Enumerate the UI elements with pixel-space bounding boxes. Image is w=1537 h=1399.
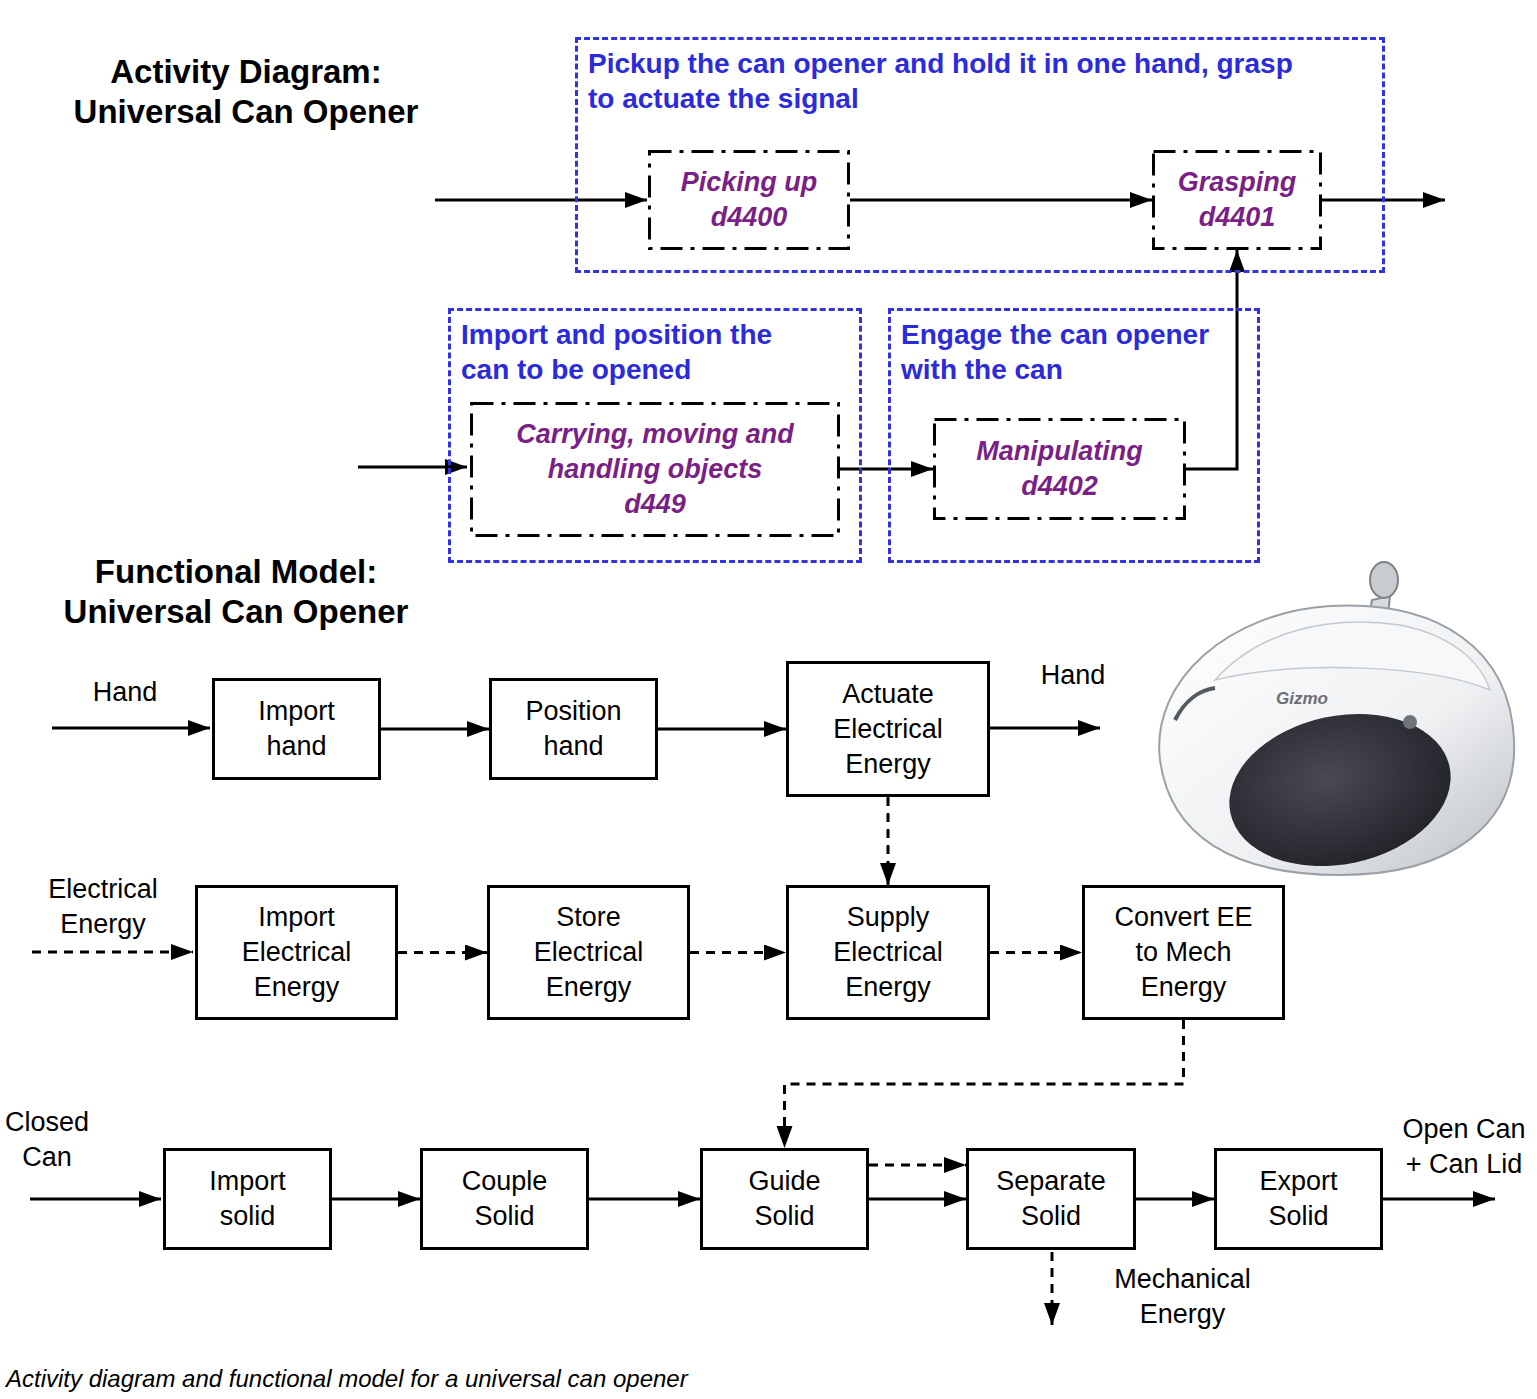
function-box: Separate Solid (966, 1148, 1136, 1250)
function-box: Actuate Electrical Energy (786, 661, 990, 797)
flow-label: Mechanical Energy (1095, 1262, 1270, 1332)
energy-flow-connector (690, 951, 786, 954)
opener-top (1215, 622, 1490, 690)
box-label: d4401 (1168, 200, 1306, 235)
function-box: Store Electrical Energy (487, 885, 690, 1020)
activity-box: Carrying, moving and handling objectsd44… (470, 402, 840, 537)
box-label: d4400 (664, 200, 834, 235)
function-box: Convert EE to Mech Energy (1082, 885, 1285, 1020)
dash-dot-border (1154, 152, 1321, 249)
energy-flow-connector (398, 951, 487, 954)
function-box: Guide Solid (700, 1148, 869, 1250)
group-heading: Pickup the can opener and hold it in one… (578, 40, 1318, 116)
flow-arrow (52, 727, 210, 730)
activity-group: Pickup the can opener and hold it in one… (575, 37, 1385, 273)
lever-knob (1370, 562, 1398, 598)
box-label: Actuate Electrical Energy (805, 677, 971, 782)
energy-flow-connector (990, 951, 1082, 954)
dash-dot-border (650, 152, 849, 249)
dash-dot-outline (648, 150, 850, 250)
box-label: Picking up (664, 165, 834, 200)
dash-dot-outline (933, 418, 1186, 520)
function-box: Export Solid (1214, 1148, 1383, 1250)
group-heading: Engage the can opener with the can (891, 311, 1251, 387)
cutter-slot (1175, 688, 1215, 720)
flow-connector (850, 199, 1152, 202)
activity-group: Import and position the can to be opened… (448, 308, 862, 563)
energy-flow-connector (887, 797, 890, 885)
can-opener-illustration (1159, 562, 1514, 886)
section-title: Functional Model: Universal Can Opener (36, 552, 436, 632)
flow-label: Hand (1032, 658, 1114, 693)
brand-logo: Gizmo (1262, 688, 1342, 710)
energy-flow-connector (869, 1164, 966, 1167)
box-label: Import Electrical Energy (214, 900, 379, 1005)
diagram-title: Activity Diagram: Universal Can Opener (46, 52, 446, 132)
box-label: d4402 (949, 469, 1170, 504)
dash-dot-border (935, 420, 1185, 519)
box-label: Convert EE to Mech Energy (1101, 900, 1266, 1005)
box-label: Import solid (182, 1164, 313, 1234)
flow-connector (658, 728, 786, 731)
flow-connector (1186, 250, 1237, 469)
box-label: Separate Solid (985, 1164, 1117, 1234)
function-box: Position hand (489, 678, 658, 780)
flow-connector (840, 468, 933, 471)
flow-connector (332, 1198, 420, 1201)
flow-label: Open Can + Can Lid (1395, 1112, 1533, 1182)
button-dot (1403, 715, 1417, 729)
flow-connector (1136, 1198, 1214, 1201)
energy-flow-connector (785, 1020, 1184, 1148)
activity-box: Graspingd4401 (1152, 150, 1322, 250)
dash-dot-outline (1152, 150, 1322, 250)
box-label: d449 (486, 487, 824, 522)
opener-face (1215, 694, 1465, 885)
flow-connector (381, 728, 489, 731)
activity-box: Manipulatingd4402 (933, 418, 1186, 520)
function-box: Import solid (163, 1148, 332, 1250)
box-label: Export Solid (1233, 1164, 1364, 1234)
box-label: Supply Electrical Energy (805, 900, 971, 1005)
group-heading: Import and position the can to be opened (451, 311, 801, 387)
box-label: Import hand (231, 694, 362, 764)
activity-group: Engage the can opener with the canManipu… (888, 308, 1260, 563)
box-label: Guide Solid (719, 1164, 850, 1234)
flow-connector (869, 1198, 966, 1201)
flow-arrow (435, 199, 647, 202)
dash-dot-border (472, 404, 839, 536)
input-output-arrows (30, 200, 1495, 1325)
function-box: Supply Electrical Energy (786, 885, 990, 1020)
flow-label: Electrical Energy (36, 872, 170, 942)
energy-arrow (32, 951, 193, 954)
flow-label: Closed Can (3, 1105, 91, 1175)
function-box: Import hand (212, 678, 381, 780)
box-label: Store Electrical Energy (506, 900, 671, 1005)
box-label: Couple Solid (439, 1164, 570, 1234)
energy-arrow (1051, 1252, 1054, 1325)
activity-box: Picking upd4400 (648, 150, 850, 250)
function-box: Import Electrical Energy (195, 885, 398, 1020)
flow-arrow (1383, 1198, 1495, 1201)
box-label: Grasping (1168, 165, 1306, 200)
box-label: Position hand (508, 694, 639, 764)
flow-connector (589, 1198, 700, 1201)
flow-arrow (990, 727, 1100, 730)
flow-label: Hand (84, 675, 166, 710)
flow-arrow (30, 1198, 161, 1201)
box-label: Carrying, moving and handling objects (486, 417, 824, 487)
box-label: Manipulating (949, 434, 1170, 469)
function-box: Couple Solid (420, 1148, 589, 1250)
figure-caption: Activity diagram and functional model fo… (6, 1364, 1406, 1394)
